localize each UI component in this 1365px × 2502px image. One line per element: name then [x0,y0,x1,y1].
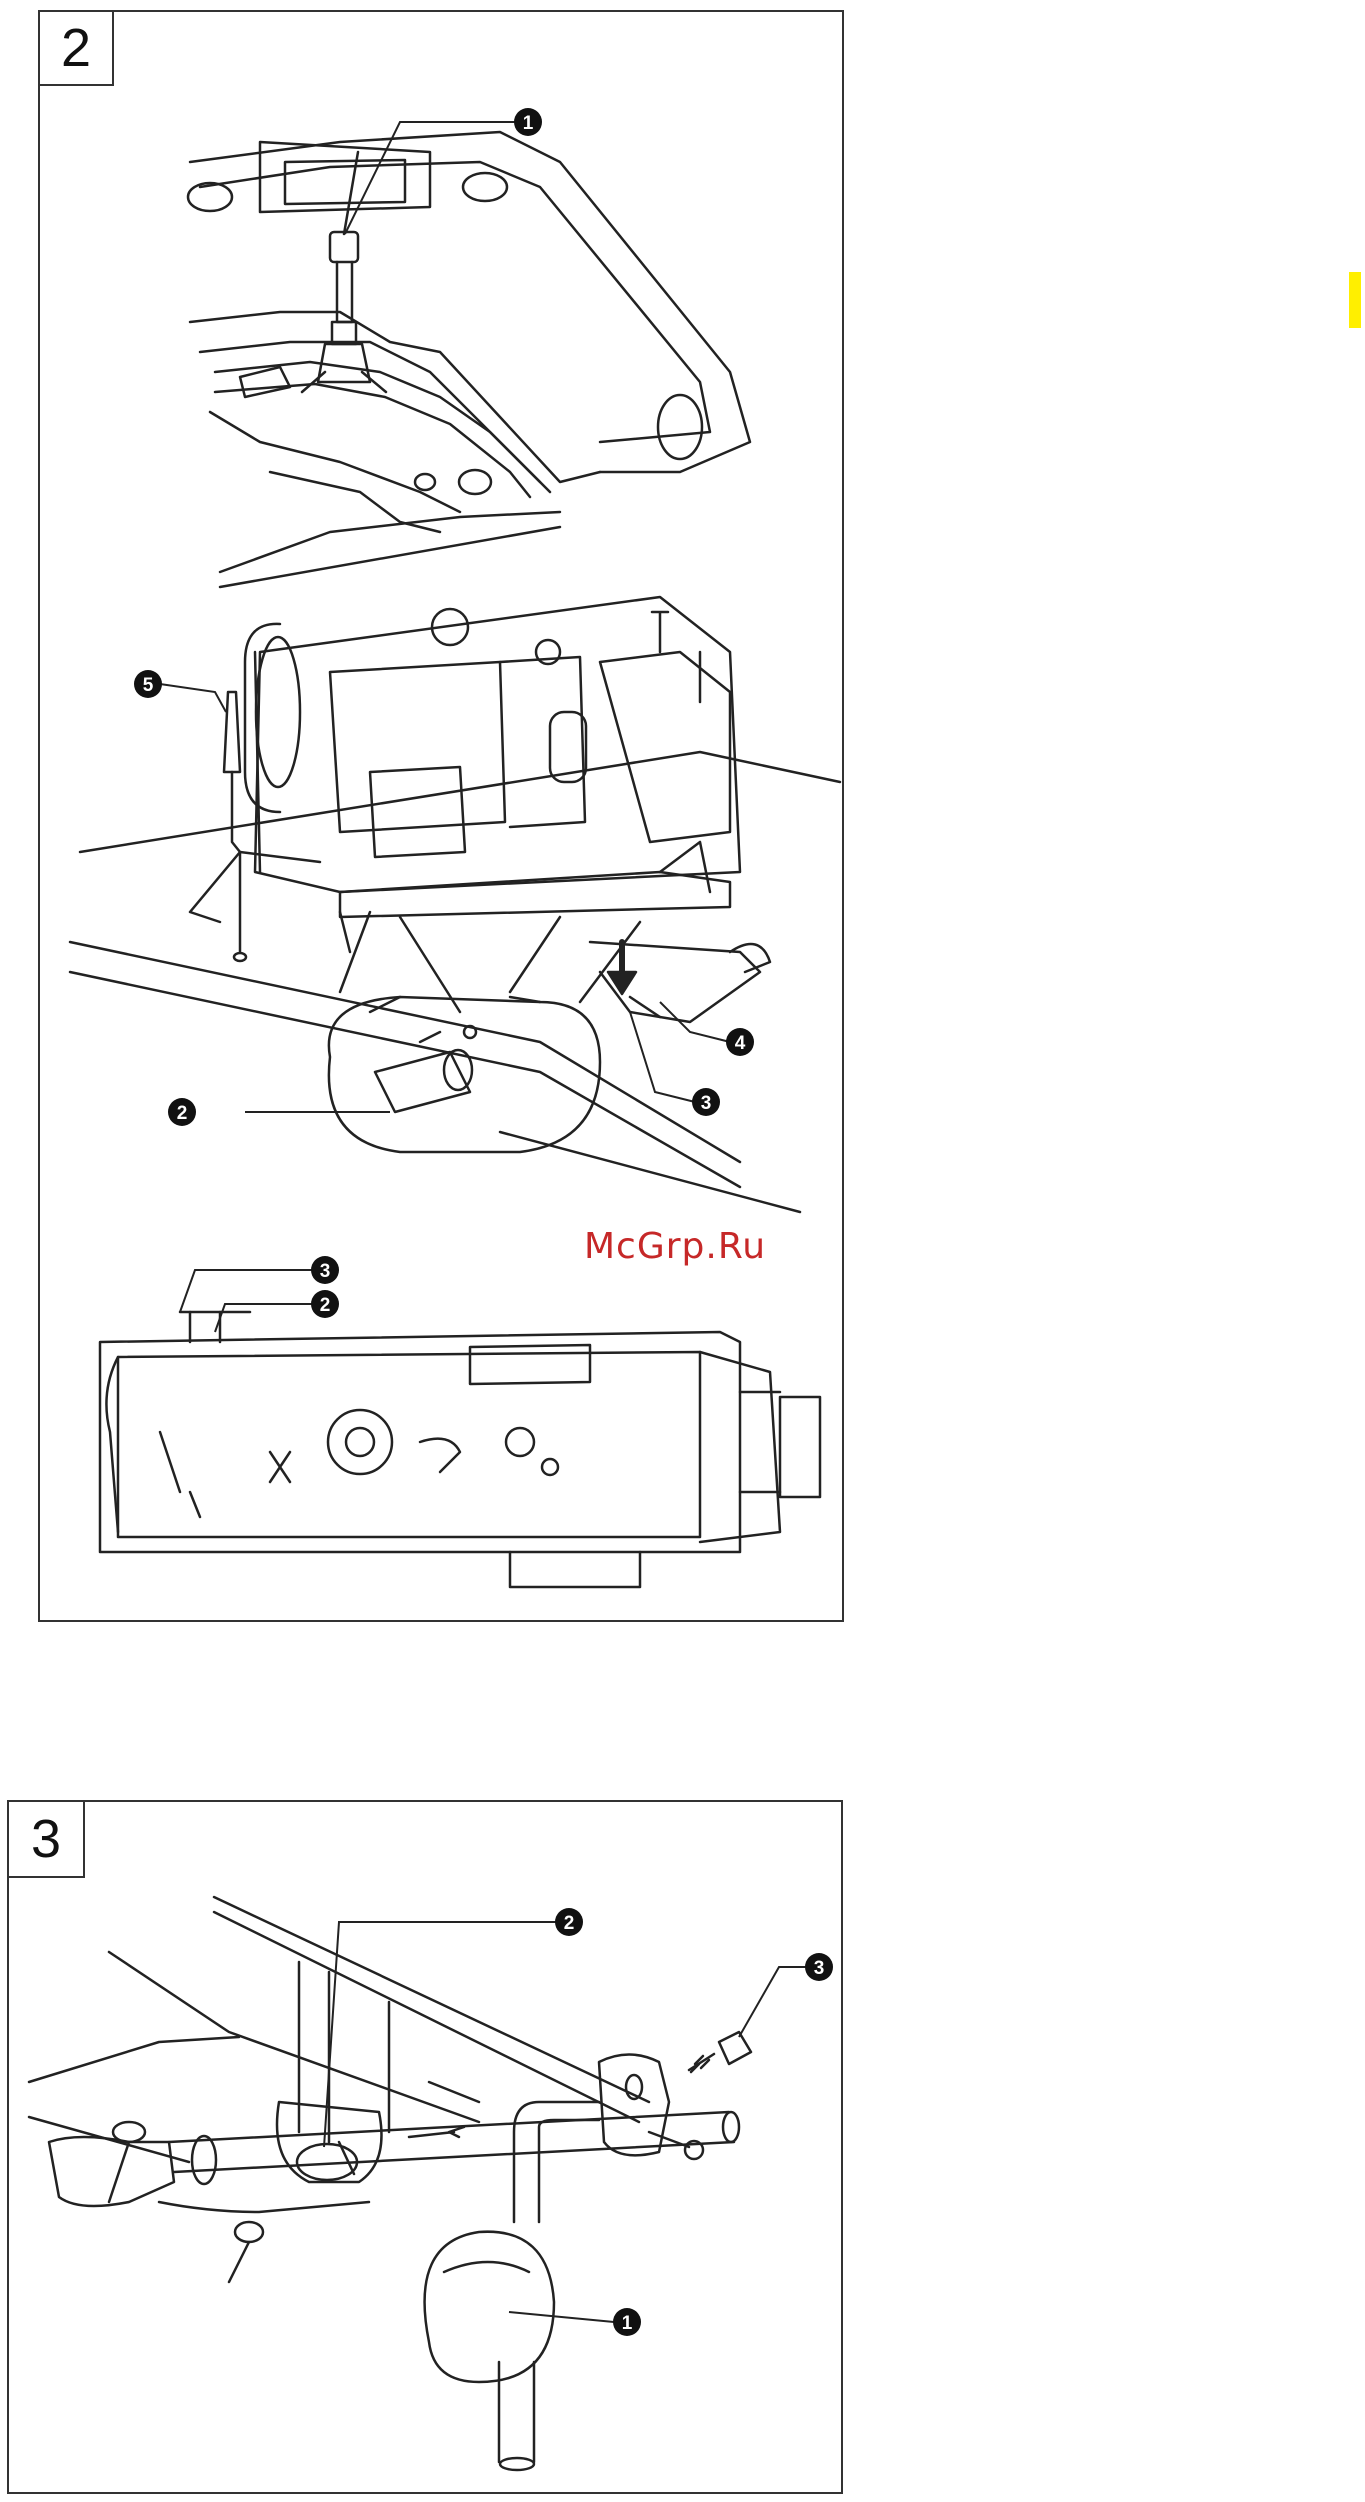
callout-3: 3 [805,1953,833,1981]
figure-3-panel: 3 [7,1800,843,2494]
svg-text:4: 4 [735,1033,746,1054]
svg-text:3: 3 [814,1958,825,1979]
callout-1: 1 [514,108,542,136]
watermark-text: McGrp.Ru [584,1226,766,1267]
svg-text:5: 5 [143,675,154,696]
callout-3: 3 [692,1088,720,1116]
head-side-view-drawing [100,1312,820,1587]
svg-text:2: 2 [564,1913,575,1934]
callout-2: 2 [555,1908,583,1936]
svg-text:1: 1 [622,2313,633,2334]
figure-3-illustration: 2 3 1 [9,1802,845,2496]
svg-text:3: 3 [320,1261,331,1282]
figure-2-illustration: 1 5 2 3 4 3 2 [40,12,846,1624]
oil-pan-drawing [188,132,750,587]
figure-2-panel: 2 [38,10,844,1622]
callout-5: 5 [134,670,162,698]
callout-1: 1 [613,2308,641,2336]
figure-3-callouts: 2 3 1 [555,1908,833,2336]
callout-4: 4 [726,1028,754,1056]
svg-text:1: 1 [523,113,534,134]
callout-2-side: 2 [311,1290,339,1318]
callout-2: 2 [168,1098,196,1126]
svg-text:2: 2 [177,1103,188,1124]
svg-text:3: 3 [701,1093,712,1114]
callout-3-side: 3 [311,1256,339,1284]
yellow-highlight-mark [1349,272,1361,328]
svg-text:2: 2 [320,1295,331,1316]
